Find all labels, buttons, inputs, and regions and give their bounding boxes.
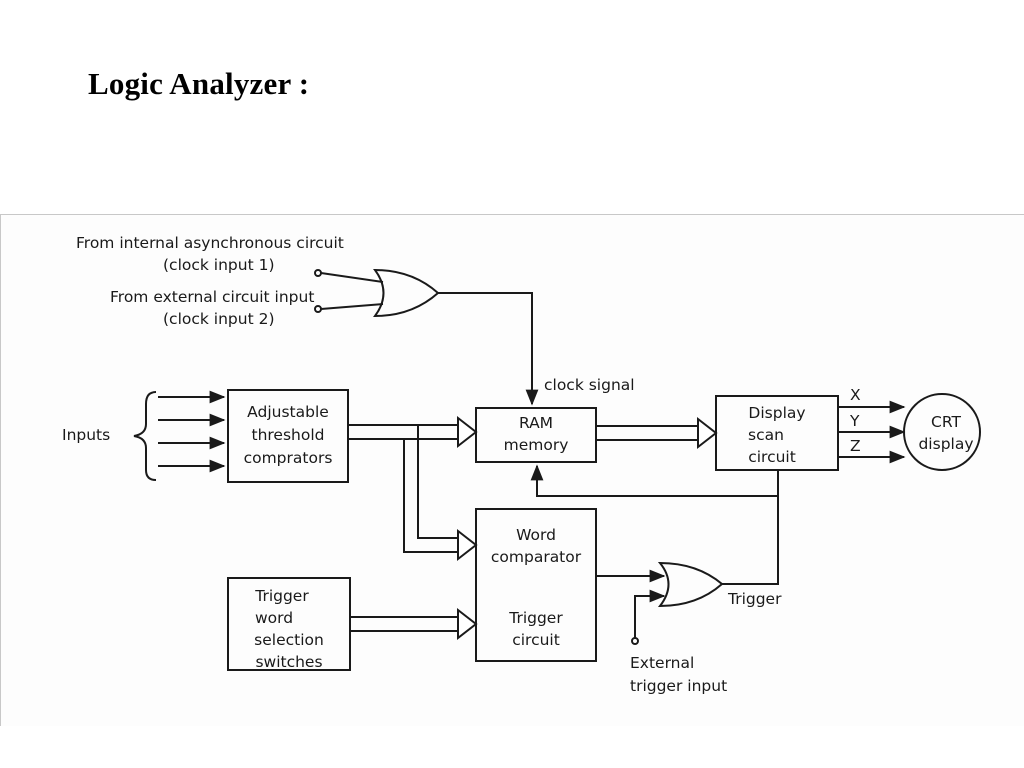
trigger-circuit-line-1: Trigger [508,609,563,627]
axis-label-x: X [850,386,861,404]
threshold-comparator-box [227,389,349,483]
threshold-line-3: comprators [244,449,333,467]
slide-title: Logic Analyzer : [88,66,310,101]
threshold-line-1: Adjustable [247,403,329,421]
word-comparator-box [475,508,597,662]
ram-line-1: RAM [519,414,553,432]
word-comparator-line-1: Word [516,526,556,544]
clock-source-2-line1: From external circuit input [110,288,314,306]
clock-or-gate [373,268,440,318]
threshold-line-2: threshold [252,426,325,444]
trigger-word-box [227,577,351,671]
trigger-word-line-4: switches [255,653,322,671]
crt-line-1: CRT [931,413,961,431]
clock-input-2-terminal [314,305,322,313]
axis-label-z: Z [850,437,861,455]
display-scan-line-3: circuit [748,448,796,466]
ram-line-2: memory [504,436,569,454]
ram-memory-box [475,407,597,463]
trigger-circuit-line-2: circuit [512,631,560,649]
crt-display-circle [903,393,981,471]
inputs-brace [133,391,157,481]
word-comparator-line-2: comparator [491,548,582,566]
external-trigger-line-1: External [630,654,694,672]
trigger-word-line-3: selection [254,631,324,649]
diagram-frame [0,214,1024,726]
trigger-word-line-2: word [255,609,293,627]
clock-source-2-line2: (clock input 2) [163,310,275,328]
external-trigger-line-2: trigger input [630,677,727,695]
clock-input-1-terminal [314,269,322,277]
inputs-label: Inputs [62,426,110,444]
crt-line-2: display [918,435,973,453]
display-scan-line-2: scan [748,426,784,444]
clock-source-1-line1: From internal asynchronous circuit [76,234,344,252]
trigger-or-gate [657,561,724,608]
clock-signal-label: clock signal [544,376,635,394]
clock-source-1-line2: (clock input 1) [163,256,275,274]
axis-label-y: Y [849,412,860,430]
trigger-word-line-1: Trigger [254,587,309,605]
display-scan-line-1: Display [748,404,805,422]
trigger-label: Trigger [727,590,782,608]
external-trigger-terminal [631,637,639,645]
